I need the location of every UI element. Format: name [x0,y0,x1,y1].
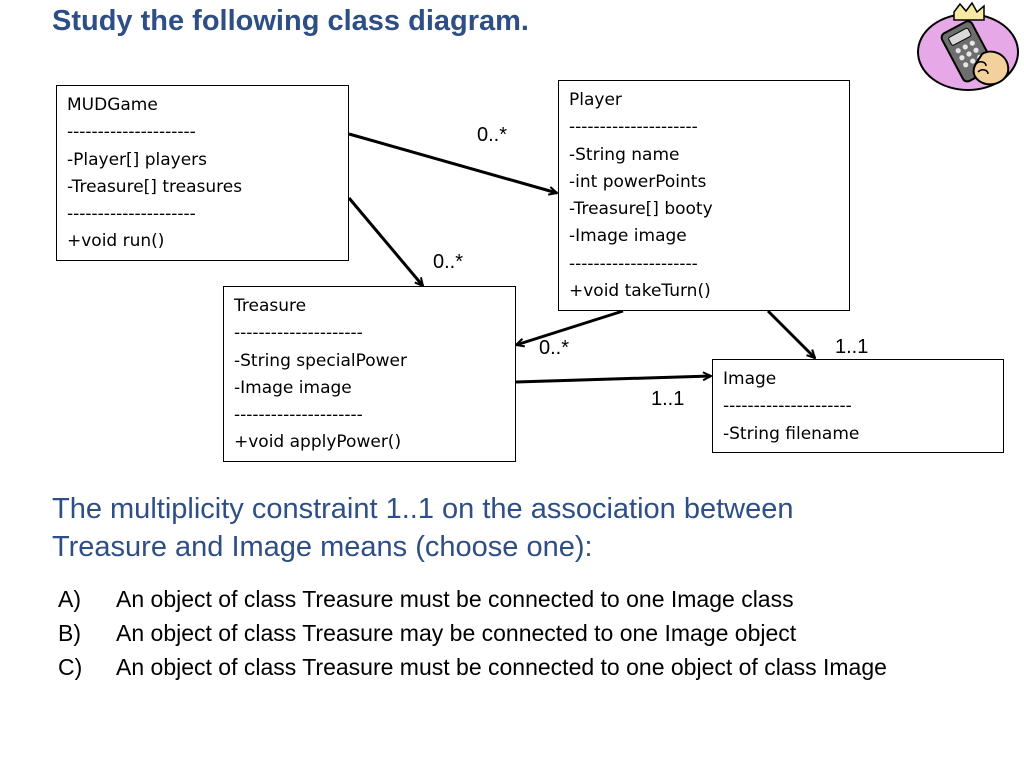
class-name: Player [569,90,622,110]
slide-title: Study the following class diagram. [52,5,529,37]
class-box-treasure: Treasure --------------------- -String s… [223,286,516,462]
arrow-mudgame-player [348,132,557,193]
class-attribute: -int powerPoints [569,171,707,192]
class-box-mudgame: MUDGame --------------------- -Player[] … [56,85,349,261]
class-separator: --------------------- [67,122,196,143]
class-box-player: Player --------------------- -String nam… [558,80,850,311]
arrow-player-treasure [516,309,624,345]
option-text: An object of class Treasure must be conn… [116,654,887,680]
hand-remote-control-icon [917,2,1019,91]
class-separator: --------------------- [234,405,363,426]
class-separator: --------------------- [723,396,852,417]
arrow-mudgame-treasure [347,197,423,286]
arrow-player-image [766,309,815,358]
class-attribute: -Treasure[] treasures [67,176,243,197]
class-method: +void takeTurn() [569,281,711,302]
class-separator: --------------------- [569,253,698,274]
class-attribute: -Player[] players [67,149,208,170]
multiplicity-label: 0..* [539,337,570,359]
class-separator: --------------------- [234,323,363,344]
class-separator: --------------------- [67,204,196,225]
answer-option-c[interactable]: C) An object of class Treasure must be c… [58,654,998,681]
multiplicity-label: 1..1 [835,336,869,358]
option-letter: A) [58,586,81,612]
answer-option-b[interactable]: B) An object of class Treasure may be co… [58,620,998,647]
class-attribute: -String filename [723,423,860,444]
class-attribute: -Image image [569,226,687,247]
arrow-treasure-image [515,376,711,384]
option-text: An object of class Treasure must be conn… [116,586,794,612]
class-box-image: Image --------------------- -String file… [712,359,1004,453]
question-line: Treasure and Image means (choose one): [52,531,593,563]
option-letter: B) [58,620,81,646]
answer-options: A) An object of class Treasure must be c… [58,586,998,688]
option-text: An object of class Treasure may be conne… [116,620,797,646]
class-attribute: -String specialPower [234,350,407,371]
class-method: +void run() [67,231,165,252]
class-method: +void applyPower() [234,432,402,453]
question-line: The multiplicity constraint 1..1 on the … [52,493,794,525]
class-name: Treasure [234,296,307,316]
class-attribute: -Treasure[] booty [569,199,713,220]
multiplicity-label: 0..* [477,124,508,146]
multiplicity-label: 0..* [433,251,464,273]
class-attribute: -Image image [234,377,352,398]
question-text: The multiplicity constraint 1..1 on the … [52,490,794,566]
class-name: MUDGame [67,95,158,115]
multiplicity-label: 1..1 [651,388,685,410]
class-attribute: -String name [569,144,680,165]
class-separator: --------------------- [569,117,698,138]
class-name: Image [723,369,777,389]
answer-option-a[interactable]: A) An object of class Treasure must be c… [58,586,998,613]
option-letter: C) [58,654,83,680]
